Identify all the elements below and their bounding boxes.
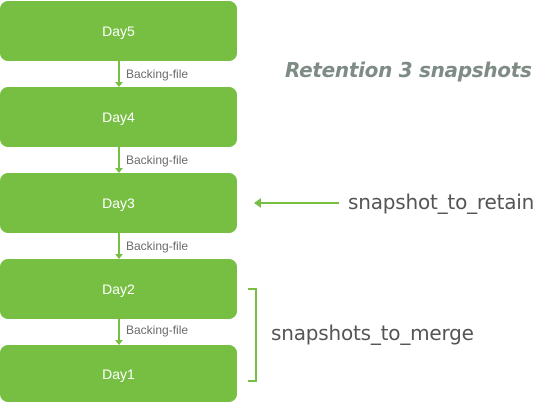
connector-day2-day1-arrow	[115, 319, 123, 345]
connector-label-2: Backing-file	[126, 153, 189, 167]
day4-box: Day4	[0, 87, 237, 147]
day2-box: Day2	[0, 259, 237, 319]
retain-arrow	[254, 198, 339, 208]
retention-title: Retention 3 snapshots	[285, 58, 532, 82]
day5-label: Day5	[102, 23, 135, 39]
day1-box: Day1	[0, 345, 237, 402]
merge-bracket	[248, 288, 257, 382]
day3-label: Day3	[102, 195, 135, 211]
snapshots-to-merge-label: snapshots_to_merge	[271, 321, 474, 345]
day2-label: Day2	[102, 281, 135, 297]
day3-box: Day3	[0, 173, 237, 233]
snapshot-to-retain-label: snapshot_to_retain	[348, 190, 535, 214]
day4-label: Day4	[102, 109, 135, 125]
connector-label-1: Backing-file	[126, 67, 189, 81]
connector-day4-day3-arrow	[115, 147, 123, 173]
connector-day3-day2-arrow	[115, 233, 123, 259]
day5-box: Day5	[0, 1, 237, 61]
connector-label-4: Backing-file	[126, 323, 189, 337]
connector-day5-day4-arrow	[115, 61, 123, 87]
connector-label-3: Backing-file	[126, 239, 189, 253]
day1-label: Day1	[102, 365, 135, 382]
